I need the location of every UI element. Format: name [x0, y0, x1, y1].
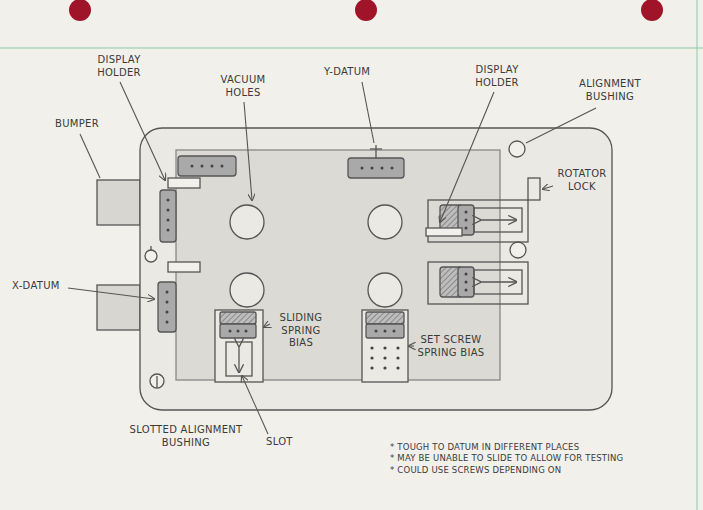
leader-lines [68, 82, 596, 434]
callout-label: DISPLAY HOLDER [462, 64, 532, 89]
datum-label: Y-DATUM [324, 66, 404, 79]
callout-label: SLOTTED ALIGNMENT BUSHING [126, 424, 246, 449]
fixture-drawing [97, 128, 612, 410]
callout-label: BUMPER [46, 118, 108, 131]
callout-label: SLOT [266, 436, 306, 449]
design-note: * MAY BE UNABLE TO SLIDE TO ALLOW FOR TE… [390, 453, 690, 464]
callout-label: VACUUM HOLES [206, 74, 280, 99]
design-note: * TOUGH TO DATUM IN DIFFERENT PLACES [390, 442, 690, 453]
notes-block: * TOUGH TO DATUM IN DIFFERENT PLACES* MA… [390, 442, 690, 476]
callout-label: ROTATOR LOCK [553, 168, 611, 193]
callout-label: DISPLAY HOLDER [84, 54, 154, 79]
datum-label: X-DATUM [12, 280, 72, 293]
callout-label: SET SCREW SPRING BIAS [413, 334, 489, 359]
callout-label: SLIDING SPRING BIAS [270, 312, 332, 350]
callout-label: ALIGNMENT BUSHING [562, 78, 658, 103]
design-note: * COULD USE SCREWS DEPENDING ON [390, 465, 690, 476]
